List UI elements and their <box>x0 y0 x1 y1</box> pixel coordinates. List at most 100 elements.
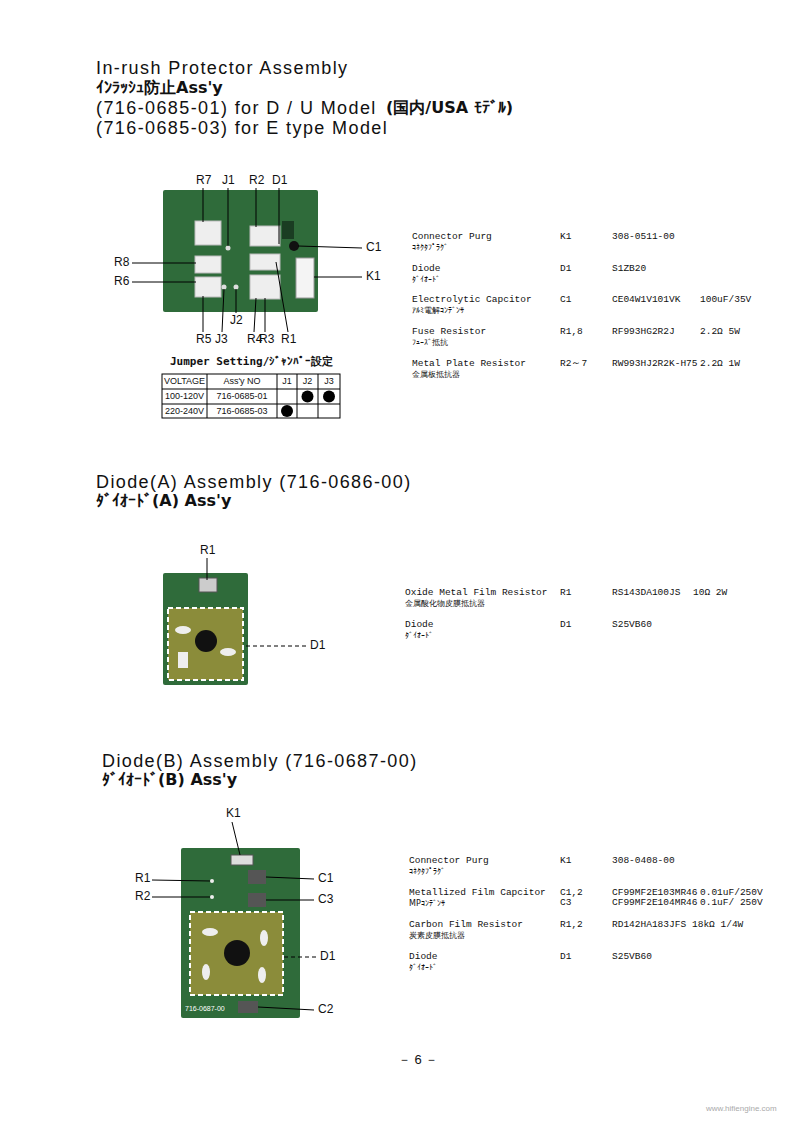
callout-label: D1 <box>272 174 287 188</box>
parts-list-text: CF99MF2E104MR46 <box>612 898 698 909</box>
page-number: － 6 － <box>398 1053 438 1068</box>
parts-list-japanese: ﾀﾞｲｵｰﾄﾞ <box>405 631 433 640</box>
table-cell: J3 <box>318 376 340 386</box>
parts-list-text: Fuse Resistor <box>412 327 486 338</box>
leader-lines <box>132 188 362 332</box>
parts-list-text: C1 <box>560 295 571 306</box>
callout-label: J2 <box>230 314 243 328</box>
japanese-heading: ﾀﾞｲｵｰﾄﾞ(A) Ass'y <box>96 492 231 510</box>
parts-list-text: Diode <box>412 264 441 275</box>
jumper-dot <box>323 391 335 403</box>
table-cell: 716-0685-01 <box>207 391 277 401</box>
parts-list-text: C3 <box>560 898 571 909</box>
callout-label: R6 <box>114 275 129 289</box>
parts-list-text: Electrolytic Capcitor <box>412 295 532 306</box>
parts-list-text: 2.2Ω 5W <box>700 327 740 338</box>
table-cell: J1 <box>277 376 297 386</box>
parts-list-text: R1,2 <box>560 920 583 931</box>
callout-label: R8 <box>114 256 129 270</box>
callout-label: J1 <box>222 174 235 188</box>
parts-list-text: Oxide Metal Film Resistor <box>405 588 548 599</box>
pcb-inrush <box>163 190 318 312</box>
callout-label: D1 <box>310 639 325 653</box>
parts-list-text: 308-0511-00 <box>612 232 675 243</box>
parts-list-text: 2.2Ω 1W <box>700 359 740 370</box>
jumper-dot <box>281 405 293 417</box>
callout-label: R2 <box>249 174 264 188</box>
watermark: www.hifiengine.com <box>706 1104 777 1113</box>
parts-list-text: RW993HJ2R2K-H75 <box>612 359 698 370</box>
callout-label: R2 <box>135 890 150 904</box>
leader-lines <box>207 558 306 646</box>
parts-list-japanese: 金属板抵抗器 <box>412 370 460 379</box>
jumper-table-grid <box>162 374 340 418</box>
pcb-diode-a <box>163 573 248 685</box>
callout-label: C1 <box>318 872 333 886</box>
parts-list-text: 308-0408-00 <box>612 856 675 867</box>
table-cell: Ass'y NO <box>207 376 277 386</box>
parts-list-text: D1 <box>560 264 571 275</box>
parts-list-text: R1,8 <box>560 327 583 338</box>
japanese-heading: (国内/USA ﾓﾃﾞﾙ) <box>386 99 513 117</box>
callout-label: R7 <box>196 174 211 188</box>
parts-list-japanese: ｱﾙﾐ電解ｺﾝﾃﾞﾝｻ <box>412 306 464 315</box>
parts-list-text: RF993HG2R2J <box>612 327 675 338</box>
callout-label: C1 <box>366 241 381 255</box>
parts-list-japanese: 炭素皮膜抵抗器 <box>409 931 465 940</box>
parts-list-text: S1ZB20 <box>612 264 646 275</box>
table-title: Jumper Setting/ｼﾞｬﾝﾊﾟｰ設定 <box>170 356 333 369</box>
section-heading: Diode(A) Assembly (716-0686-00) <box>96 472 412 493</box>
parts-list-text: R2～7 <box>560 359 587 370</box>
leader-lines <box>152 822 316 1010</box>
table-cell: 716-0685-03 <box>207 406 277 416</box>
parts-list-text: Diode <box>405 620 434 631</box>
parts-list-text: CE04W1V101VK <box>612 295 680 306</box>
silkscreen-text: 716-0687-00 <box>185 1005 225 1013</box>
callout-label: C3 <box>318 893 333 907</box>
parts-list-japanese: ｺﾈｸﾀﾌﾟﾗｸﾞ <box>409 867 445 876</box>
parts-list-text: 10Ω 2W <box>693 588 727 599</box>
callout-label: J3 <box>215 333 228 347</box>
table-cell: VOLTAGE <box>162 376 207 386</box>
table-cell: 220-240V <box>162 406 207 416</box>
parts-list-japanese: ﾀﾞｲｵｰﾄﾞ <box>409 963 437 972</box>
parts-list-japanese: ﾀﾞｲｵｰﾄﾞ <box>412 275 440 284</box>
parts-list-text: 100uF/35V <box>700 295 751 306</box>
parts-list-japanese: ｺﾈｸﾀﾌﾟﾗｸﾞ <box>412 243 448 252</box>
table-cell: 100-120V <box>162 391 207 401</box>
callout-label: K1 <box>226 807 241 821</box>
callout-label: R1 <box>200 544 215 558</box>
parts-list-text: 18kΩ 1/4W <box>692 920 743 931</box>
callout-label: R1 <box>135 872 150 886</box>
parts-list-text: Diode <box>409 952 438 963</box>
callout-label: K1 <box>366 270 381 284</box>
parts-list-text: K1 <box>560 232 571 243</box>
parts-list-text: Metal Plate Resistor <box>412 359 526 370</box>
parts-list-text: K1 <box>560 856 571 867</box>
section-heading: In-rush Protector Assembly <box>96 58 348 79</box>
parts-list-text: Carbon Film Resistor <box>409 920 523 931</box>
parts-list-japanese: MPｺﾝﾃﾞﾝｻ <box>409 899 445 908</box>
callout-label: C2 <box>318 1003 333 1017</box>
parts-list-text: S25VB60 <box>612 620 652 631</box>
parts-list-text: Connector Purg <box>412 232 492 243</box>
parts-list-text: 0.1uF/ 250V <box>700 898 763 909</box>
section-heading: (716-0685-01) for D / U Model <box>96 98 377 119</box>
parts-list-text: R1 <box>560 588 571 599</box>
parts-list-text: D1 <box>560 952 571 963</box>
parts-list-text: Connector Purg <box>409 856 489 867</box>
table-cell: J2 <box>297 376 318 386</box>
japanese-heading: ｲﾝﾗｯｼｭ防止Ass'y <box>96 79 223 97</box>
callout-label: R1 <box>281 333 296 347</box>
parts-list-text: RS143DA100JS <box>612 588 680 599</box>
parts-list-text: RD142HA183JFS <box>612 920 686 931</box>
callout-label: D1 <box>320 950 335 964</box>
parts-list-text: S25VB60 <box>612 952 652 963</box>
section-heading: Diode(B) Assembly (716-0687-00) <box>102 751 418 772</box>
parts-list-japanese: ﾌｭｰｽﾞ抵抗 <box>412 338 448 347</box>
parts-list-text: D1 <box>560 620 571 631</box>
parts-list-japanese: 金属酸化物皮膜抵抗器 <box>405 599 485 608</box>
callout-label: R5 <box>196 333 211 347</box>
